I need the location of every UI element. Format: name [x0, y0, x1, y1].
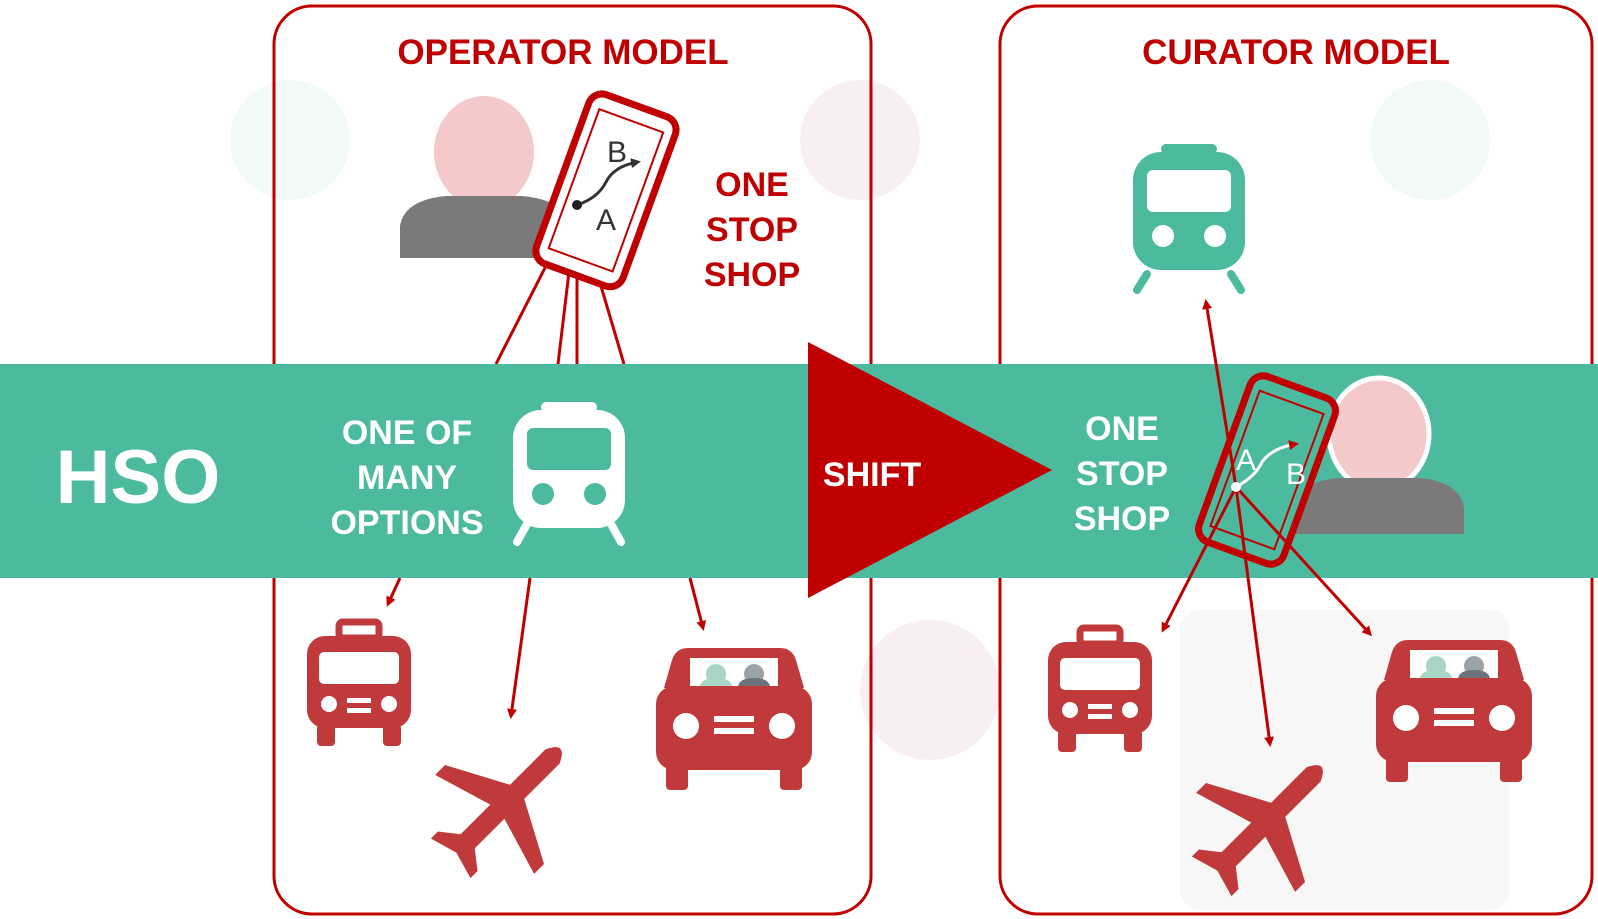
curator-bus-icon: [1048, 628, 1152, 752]
curator-one-stop-shop: ONE STOP SHOP: [1074, 410, 1170, 538]
svg-text:MANY: MANY: [357, 459, 457, 497]
operator-point-b: B: [607, 136, 627, 169]
svg-text:STOP: STOP: [1076, 455, 1168, 493]
hso-label: HSO: [56, 435, 221, 520]
shift-arrow: [808, 342, 1052, 598]
shift-label: SHIFT: [823, 456, 921, 494]
operator-model-title: OPERATOR MODEL: [397, 33, 728, 72]
one-of-many-options: ONE OF MANY OPTIONS: [330, 414, 483, 542]
svg-text:ONE: ONE: [1085, 410, 1159, 448]
curator-point-b: B: [1286, 458, 1306, 491]
operator-car-icon: [656, 648, 812, 790]
operator-one-stop-shop: ONE STOP SHOP: [704, 166, 800, 294]
curator-point-a: A: [1236, 444, 1256, 477]
curator-model-title: CURATOR MODEL: [1142, 33, 1450, 72]
operator-person-icon: [400, 96, 570, 258]
curator-route: A B: [1231, 440, 1306, 492]
svg-text:SHOP: SHOP: [1074, 500, 1170, 538]
svg-text:SHOP: SHOP: [704, 256, 800, 294]
operator-plane-icon: [401, 699, 610, 908]
svg-text:ONE: ONE: [715, 166, 789, 204]
svg-text:OPTIONS: OPTIONS: [330, 504, 483, 542]
svg-text:STOP: STOP: [706, 211, 798, 249]
operator-train-icon: [513, 402, 625, 546]
operator-route: A B: [572, 136, 641, 237]
operator-bus-icon: [307, 622, 411, 746]
operator-point-a: A: [596, 204, 616, 237]
curator-lines: [1161, 299, 1373, 747]
curator-person-icon: [1293, 375, 1464, 534]
operator-phone-icon: [532, 90, 680, 291]
curator-car-icon: [1376, 640, 1532, 782]
curator-train-icon: [1133, 144, 1245, 294]
svg-text:ONE OF: ONE OF: [342, 414, 472, 452]
operator-lower-arrows: [386, 577, 707, 719]
